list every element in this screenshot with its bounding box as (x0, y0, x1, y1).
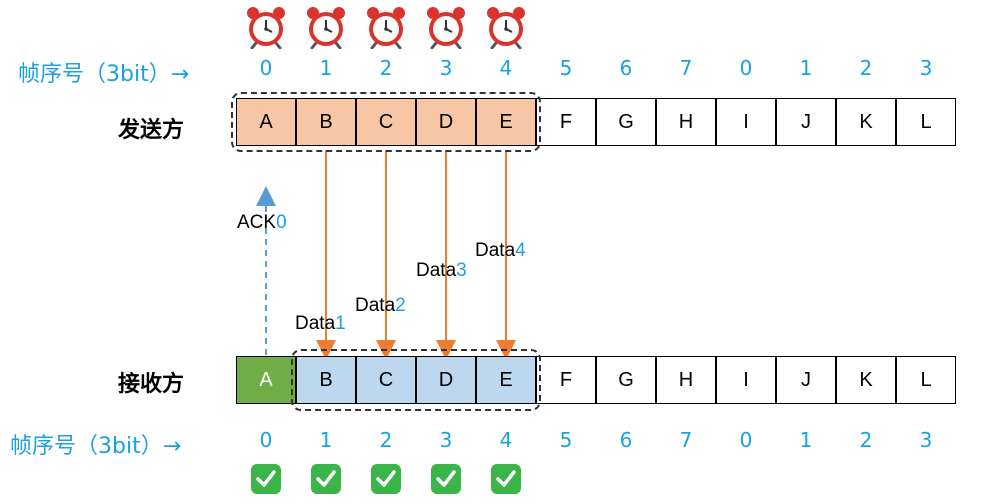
sender-frame: I (716, 98, 776, 146)
alarm-clock-icon (364, 5, 408, 50)
ack-label: ACK0 (237, 212, 287, 233)
data-label-3: Data3 (416, 260, 467, 281)
receiver-frame: G (596, 356, 656, 404)
sender-label: 发送方 (118, 117, 185, 143)
seq-number: 0 (259, 56, 273, 80)
seq-number: 4 (499, 56, 513, 80)
receiver-frame: A (236, 356, 296, 404)
seq-number: 6 (619, 428, 633, 452)
seq-number: 0 (739, 428, 753, 452)
receiver-frame: L (896, 356, 956, 404)
sender-frame: A (236, 98, 296, 146)
receiver-label: 接收方 (118, 371, 185, 397)
check-mark-icon (311, 464, 341, 494)
bottom-seq-label: 帧序号（3bit）→ (10, 434, 182, 459)
seq-number: 5 (559, 428, 573, 452)
seq-number: 2 (379, 428, 393, 452)
seq-number: 7 (679, 428, 693, 452)
receiver-frame: I (716, 356, 776, 404)
sender-frame: L (896, 98, 956, 146)
seq-number: 3 (919, 428, 933, 452)
seq-number: 4 (499, 428, 513, 452)
alarm-clock-icon (424, 5, 468, 50)
receiver-frame: E (476, 356, 536, 404)
check-mark-icon (431, 464, 461, 494)
receiver-frame: K (836, 356, 896, 404)
receiver-frame: D (416, 356, 476, 404)
alarm-clock-icon (484, 5, 528, 50)
data-label-4: Data4 (475, 240, 526, 261)
sender-frame: G (596, 98, 656, 146)
receiver-window (291, 349, 541, 411)
sender-frame: F (536, 98, 596, 146)
sender-frame: K (836, 98, 896, 146)
seq-number: 5 (559, 56, 573, 80)
sender-frame: D (416, 98, 476, 146)
seq-number: 1 (319, 428, 333, 452)
seq-number: 1 (799, 428, 813, 452)
receiver-frame: H (656, 356, 716, 404)
check-mark-icon (491, 464, 521, 494)
alarm-clock-icon (304, 5, 348, 50)
seq-number: 3 (439, 428, 453, 452)
seq-number: 0 (259, 428, 273, 452)
seq-number: 1 (319, 56, 333, 80)
check-mark-icon (371, 464, 401, 494)
receiver-frame: C (356, 356, 416, 404)
seq-number: 6 (619, 56, 633, 80)
seq-number: 7 (679, 56, 693, 80)
receiver-frame: J (776, 356, 836, 404)
sender-frame: C (356, 98, 416, 146)
check-mark-icon (251, 464, 281, 494)
sender-frame: H (656, 98, 716, 146)
seq-number: 0 (739, 56, 753, 80)
sender-frame: B (296, 98, 356, 146)
alarm-clock-icon (244, 5, 288, 50)
data-label-1: Data1 (295, 313, 346, 334)
receiver-frame: B (296, 356, 356, 404)
receiver-frame: F (536, 356, 596, 404)
seq-number: 2 (859, 56, 873, 80)
top-seq-label: 帧序号（3bit）→ (18, 62, 190, 87)
seq-number: 2 (859, 428, 873, 452)
sender-frame: J (776, 98, 836, 146)
seq-number: 2 (379, 56, 393, 80)
sender-window (231, 92, 541, 152)
seq-number: 3 (919, 56, 933, 80)
sender-frame: E (476, 98, 536, 146)
seq-number: 1 (799, 56, 813, 80)
data-label-2: Data2 (355, 295, 406, 316)
seq-number: 3 (439, 56, 453, 80)
